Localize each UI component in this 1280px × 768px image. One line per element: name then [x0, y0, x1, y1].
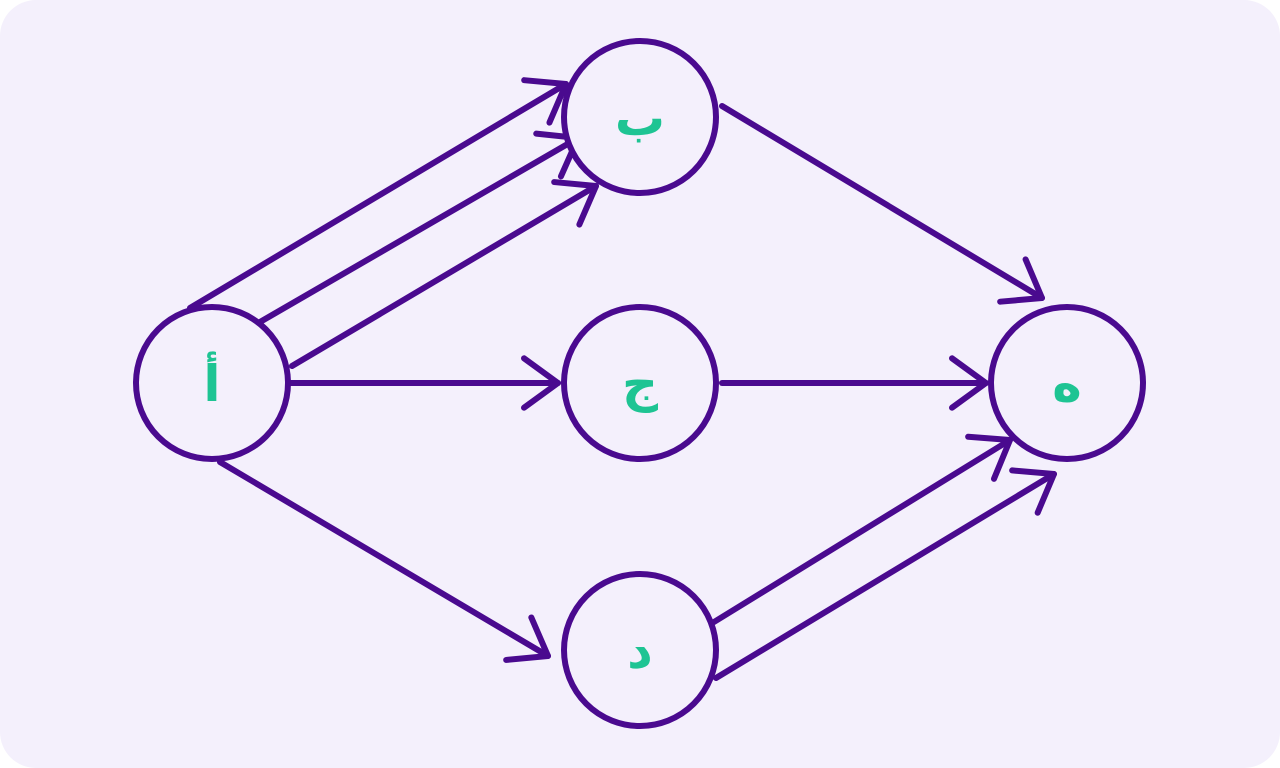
- node-label: د: [627, 622, 653, 680]
- edge-line: [187, 81, 569, 311]
- arrow-head-icon: [521, 355, 561, 411]
- edge-a-d: [217, 459, 551, 663]
- node-b: ب: [561, 38, 719, 196]
- edge-line: [711, 437, 1013, 625]
- edge-line: [719, 103, 1045, 301]
- node-label: أ: [203, 351, 220, 413]
- node-e: ه: [988, 304, 1146, 462]
- node-circle: [561, 304, 719, 462]
- arrow-head-icon: [949, 355, 989, 411]
- edge-c-e: [719, 355, 989, 411]
- node-circle: [561, 571, 719, 729]
- arrow-head-icon: [965, 433, 1013, 482]
- edge-line: [217, 459, 551, 659]
- edge-line: [289, 183, 599, 369]
- edges-layer: [187, 77, 1057, 681]
- edge-b-e: [719, 103, 1045, 305]
- node-circle: [133, 304, 291, 462]
- edge-a-b: [289, 179, 599, 369]
- edge-d-e: [711, 433, 1013, 625]
- arrow-head-icon: [503, 614, 551, 663]
- edge-a-c: [287, 355, 561, 411]
- nodes-layer: أ ب ج د ه: [133, 38, 1146, 729]
- node-label: ب: [615, 89, 665, 147]
- arrow-head-icon: [997, 256, 1045, 305]
- node-a: أ: [133, 304, 291, 462]
- arrow-head-icon: [521, 77, 569, 126]
- edge-line: [257, 135, 581, 325]
- node-label: ه: [1052, 355, 1082, 413]
- arrow-head-icon: [1009, 467, 1057, 516]
- node-d: د: [561, 571, 719, 729]
- node-circle: [988, 304, 1146, 462]
- node-circle: [561, 38, 719, 196]
- node-label: ج: [622, 355, 658, 413]
- node-c: ج: [561, 304, 719, 462]
- edge-a-b: [187, 77, 569, 311]
- edge-line: [713, 471, 1057, 681]
- edge-d-e: [713, 467, 1057, 681]
- arrow-head-icon: [551, 179, 599, 228]
